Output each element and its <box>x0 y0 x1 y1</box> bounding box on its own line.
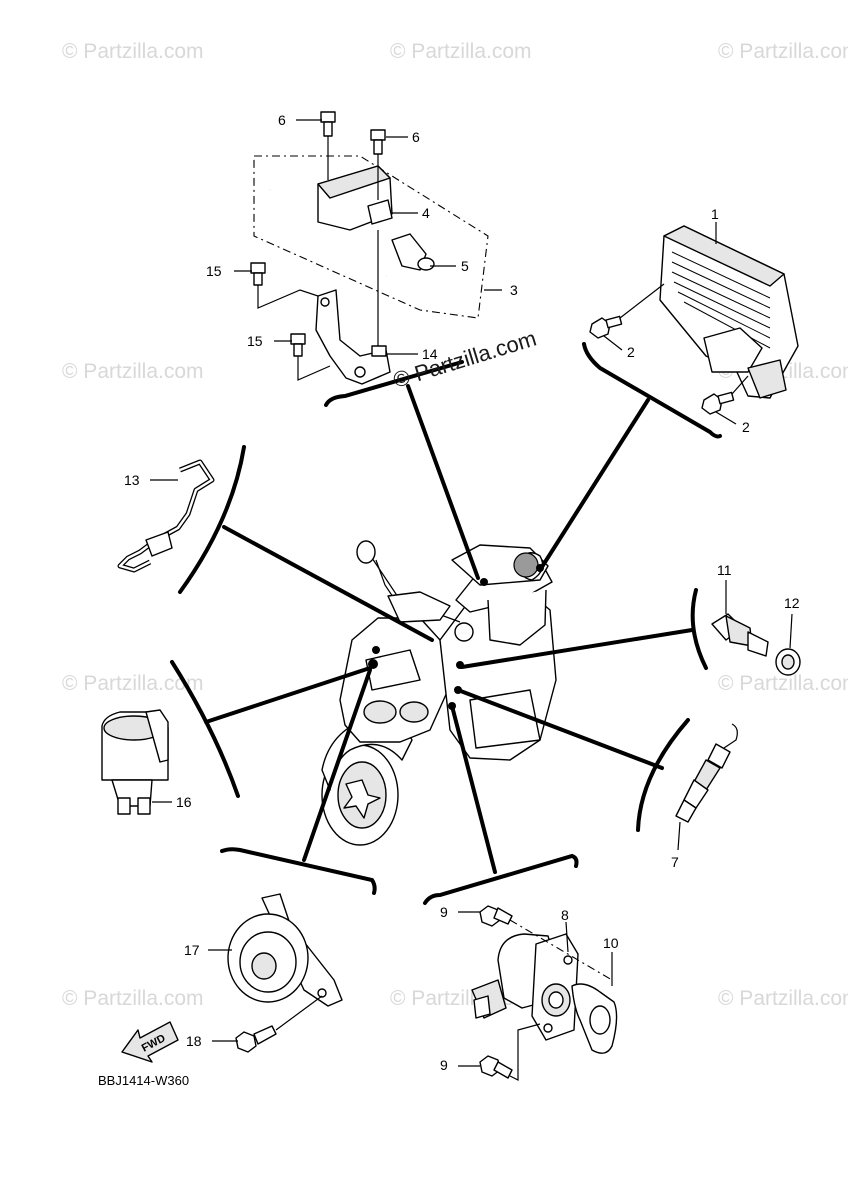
ecu-fins <box>671 251 771 349</box>
callout-10: 10 <box>603 935 619 951</box>
callout-1: 1 <box>711 206 719 222</box>
bolt-15a <box>250 262 319 309</box>
relay-16 <box>101 709 172 815</box>
callout-6: 6 <box>278 112 286 128</box>
watermark: © Partzilla.com <box>718 987 848 1010</box>
bolt-6a <box>320 111 336 180</box>
watermark: © Partzilla.com <box>62 360 204 383</box>
horn-17 <box>208 893 343 1007</box>
callout-labels: 1 2 2 3 4 5 6 6 7 8 9 9 10 11 12 13 14 1… <box>124 112 800 1073</box>
callout-9: 9 <box>440 904 448 920</box>
callout-13: 13 <box>124 472 140 488</box>
callout-17: 17 <box>184 942 200 958</box>
bolt-18 <box>212 995 323 1053</box>
diagram-code: BBJ1414-W360 <box>98 1073 189 1088</box>
fwd-arrow-icon: FWD <box>121 1021 179 1063</box>
bolt-15b <box>290 333 331 381</box>
callout-8: 8 <box>561 907 569 923</box>
bolt-6b <box>370 129 386 200</box>
callout-14: 14 <box>422 346 438 362</box>
bolt-9b <box>479 1023 541 1081</box>
isc-assembly <box>458 905 618 1081</box>
wire-clip-13 <box>117 459 215 573</box>
callout-6: 6 <box>412 129 420 145</box>
bolt-2a <box>589 283 665 339</box>
watermark: © Partzilla.com <box>718 672 848 695</box>
scooter-illustration <box>321 540 557 846</box>
ecu-assembly <box>589 222 799 425</box>
callout-15: 15 <box>247 333 263 349</box>
temp-sensor-11 <box>711 580 769 657</box>
watermark: © Partzilla.com <box>62 672 204 695</box>
o2-sensor-7 <box>675 723 738 851</box>
washer-12 <box>775 613 801 676</box>
callout-3: 3 <box>510 282 518 298</box>
callout-11: 11 <box>717 562 732 578</box>
watermark: © Partzilla.com <box>62 40 204 63</box>
callout-16: 16 <box>176 794 192 810</box>
group-leader-lines <box>170 342 722 905</box>
watermark: © Partzilla.com <box>718 40 848 63</box>
callout-4: 4 <box>422 205 430 221</box>
bolt-2b <box>701 375 749 415</box>
callout-12: 12 <box>784 595 800 611</box>
watermark: © Partzilla.com <box>62 987 204 1010</box>
callout-2: 2 <box>627 344 635 360</box>
callout-2: 2 <box>742 419 750 435</box>
ignition-coil-assembly <box>234 111 502 385</box>
callout-18: 18 <box>186 1033 202 1049</box>
watermark-main: © Partzilla.com <box>390 326 539 393</box>
callout-15: 15 <box>206 263 222 279</box>
watermark: © Partzilla.com <box>390 40 532 63</box>
callout-7: 7 <box>671 854 679 870</box>
bolt-9a <box>479 905 613 981</box>
callout-9: 9 <box>440 1057 448 1073</box>
callout-5: 5 <box>461 258 469 274</box>
